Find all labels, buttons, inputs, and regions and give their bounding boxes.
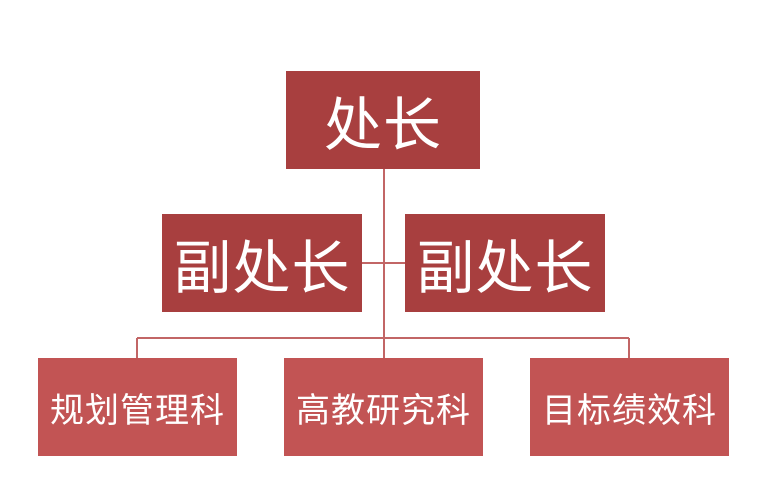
department-label-research: 高教研究科: [296, 390, 471, 431]
deputy-director-label-right: 副处长: [416, 234, 594, 302]
deputy-director-node-left: 副处长: [162, 214, 362, 312]
deputy-director-node-right: 副处长: [405, 214, 605, 312]
department-node-planning: 规划管理科: [38, 358, 237, 456]
director-node: 处长: [286, 71, 480, 169]
department-label-performance: 目标绩效科: [542, 390, 717, 431]
department-node-performance: 目标绩效科: [530, 358, 729, 456]
department-label-planning: 规划管理科: [50, 390, 225, 431]
deputy-director-label-left: 副处长: [173, 234, 351, 302]
director-label: 处长: [323, 91, 442, 159]
department-node-research: 高教研究科: [284, 358, 483, 456]
